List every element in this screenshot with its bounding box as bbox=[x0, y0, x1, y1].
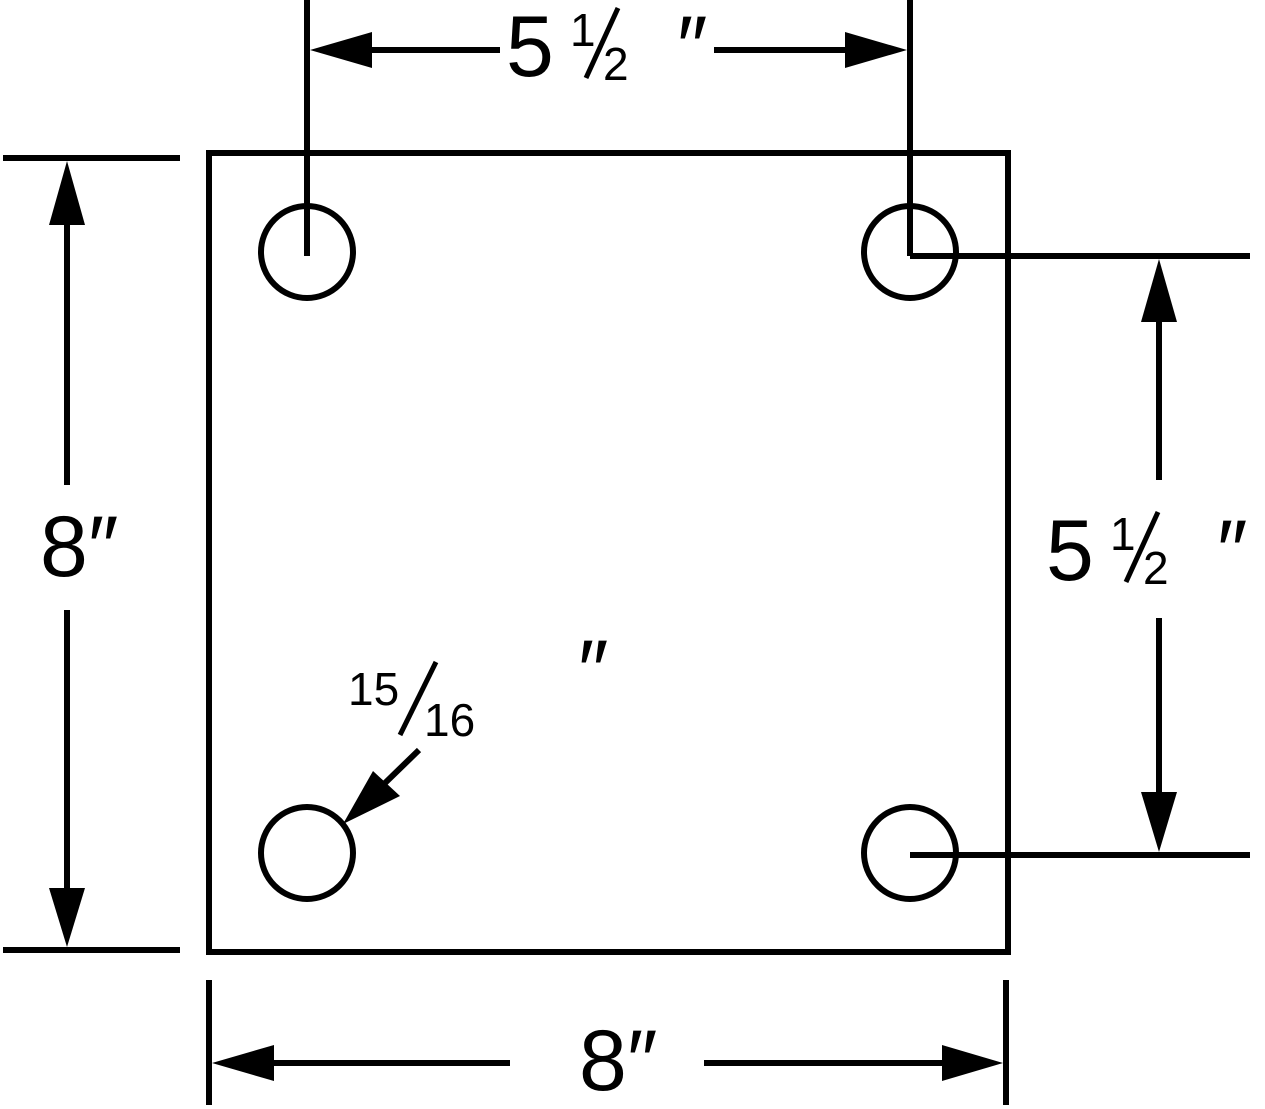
bottom-dimension-value: 8 bbox=[579, 1013, 627, 1109]
hole-callout-arrowhead bbox=[343, 771, 400, 824]
hole-callout-denominator: 16 bbox=[424, 694, 475, 746]
right-dimension-numerator: 1 bbox=[1110, 508, 1136, 560]
bottom-arrowhead-left bbox=[212, 1045, 274, 1081]
bottom-dimension: 8 ″ bbox=[206, 980, 1009, 1109]
plate-outline bbox=[206, 150, 1011, 955]
bottom-arrowhead-right bbox=[942, 1045, 1003, 1081]
right-arrowhead-top bbox=[1141, 259, 1177, 322]
top-dimension-fraction-slash bbox=[583, 6, 621, 80]
left-arrowhead-top bbox=[49, 161, 85, 225]
top-dimension-whole: 5 bbox=[506, 0, 554, 95]
bolt-hole-bottom-left bbox=[258, 804, 356, 902]
hole-callout-fraction-slash bbox=[397, 660, 439, 737]
hole-callout-numerator: 15 bbox=[348, 663, 399, 715]
right-dimension-fraction-slash bbox=[1123, 510, 1161, 584]
hole-callout-leader-line bbox=[381, 747, 422, 787]
hole-callout: 15 16 ″ bbox=[343, 623, 608, 824]
top-arrowhead-left bbox=[310, 32, 372, 68]
left-dimension-value: 8 bbox=[40, 499, 88, 595]
bottom-dimension-unit: ″ bbox=[627, 1013, 657, 1109]
top-dimension: 5 1 2 ″ bbox=[304, 0, 913, 256]
left-arrowhead-bottom bbox=[49, 888, 85, 947]
left-dimension: 8 ″ bbox=[3, 155, 180, 953]
top-dimension-unit: ″ bbox=[677, 0, 707, 95]
top-arrowhead-right bbox=[845, 32, 907, 68]
left-dimension-unit: ″ bbox=[88, 499, 118, 595]
right-dimension-unit: ″ bbox=[1217, 503, 1247, 599]
right-dimension: 5 1 2 ″ bbox=[910, 253, 1250, 858]
right-arrowhead-bottom bbox=[1141, 792, 1177, 852]
right-dimension-denominator: 2 bbox=[1143, 542, 1169, 594]
top-dimension-denominator: 2 bbox=[603, 38, 629, 90]
right-dimension-whole: 5 bbox=[1046, 503, 1094, 599]
hole-callout-unit: ″ bbox=[578, 623, 608, 719]
top-dimension-numerator: 1 bbox=[570, 4, 596, 56]
